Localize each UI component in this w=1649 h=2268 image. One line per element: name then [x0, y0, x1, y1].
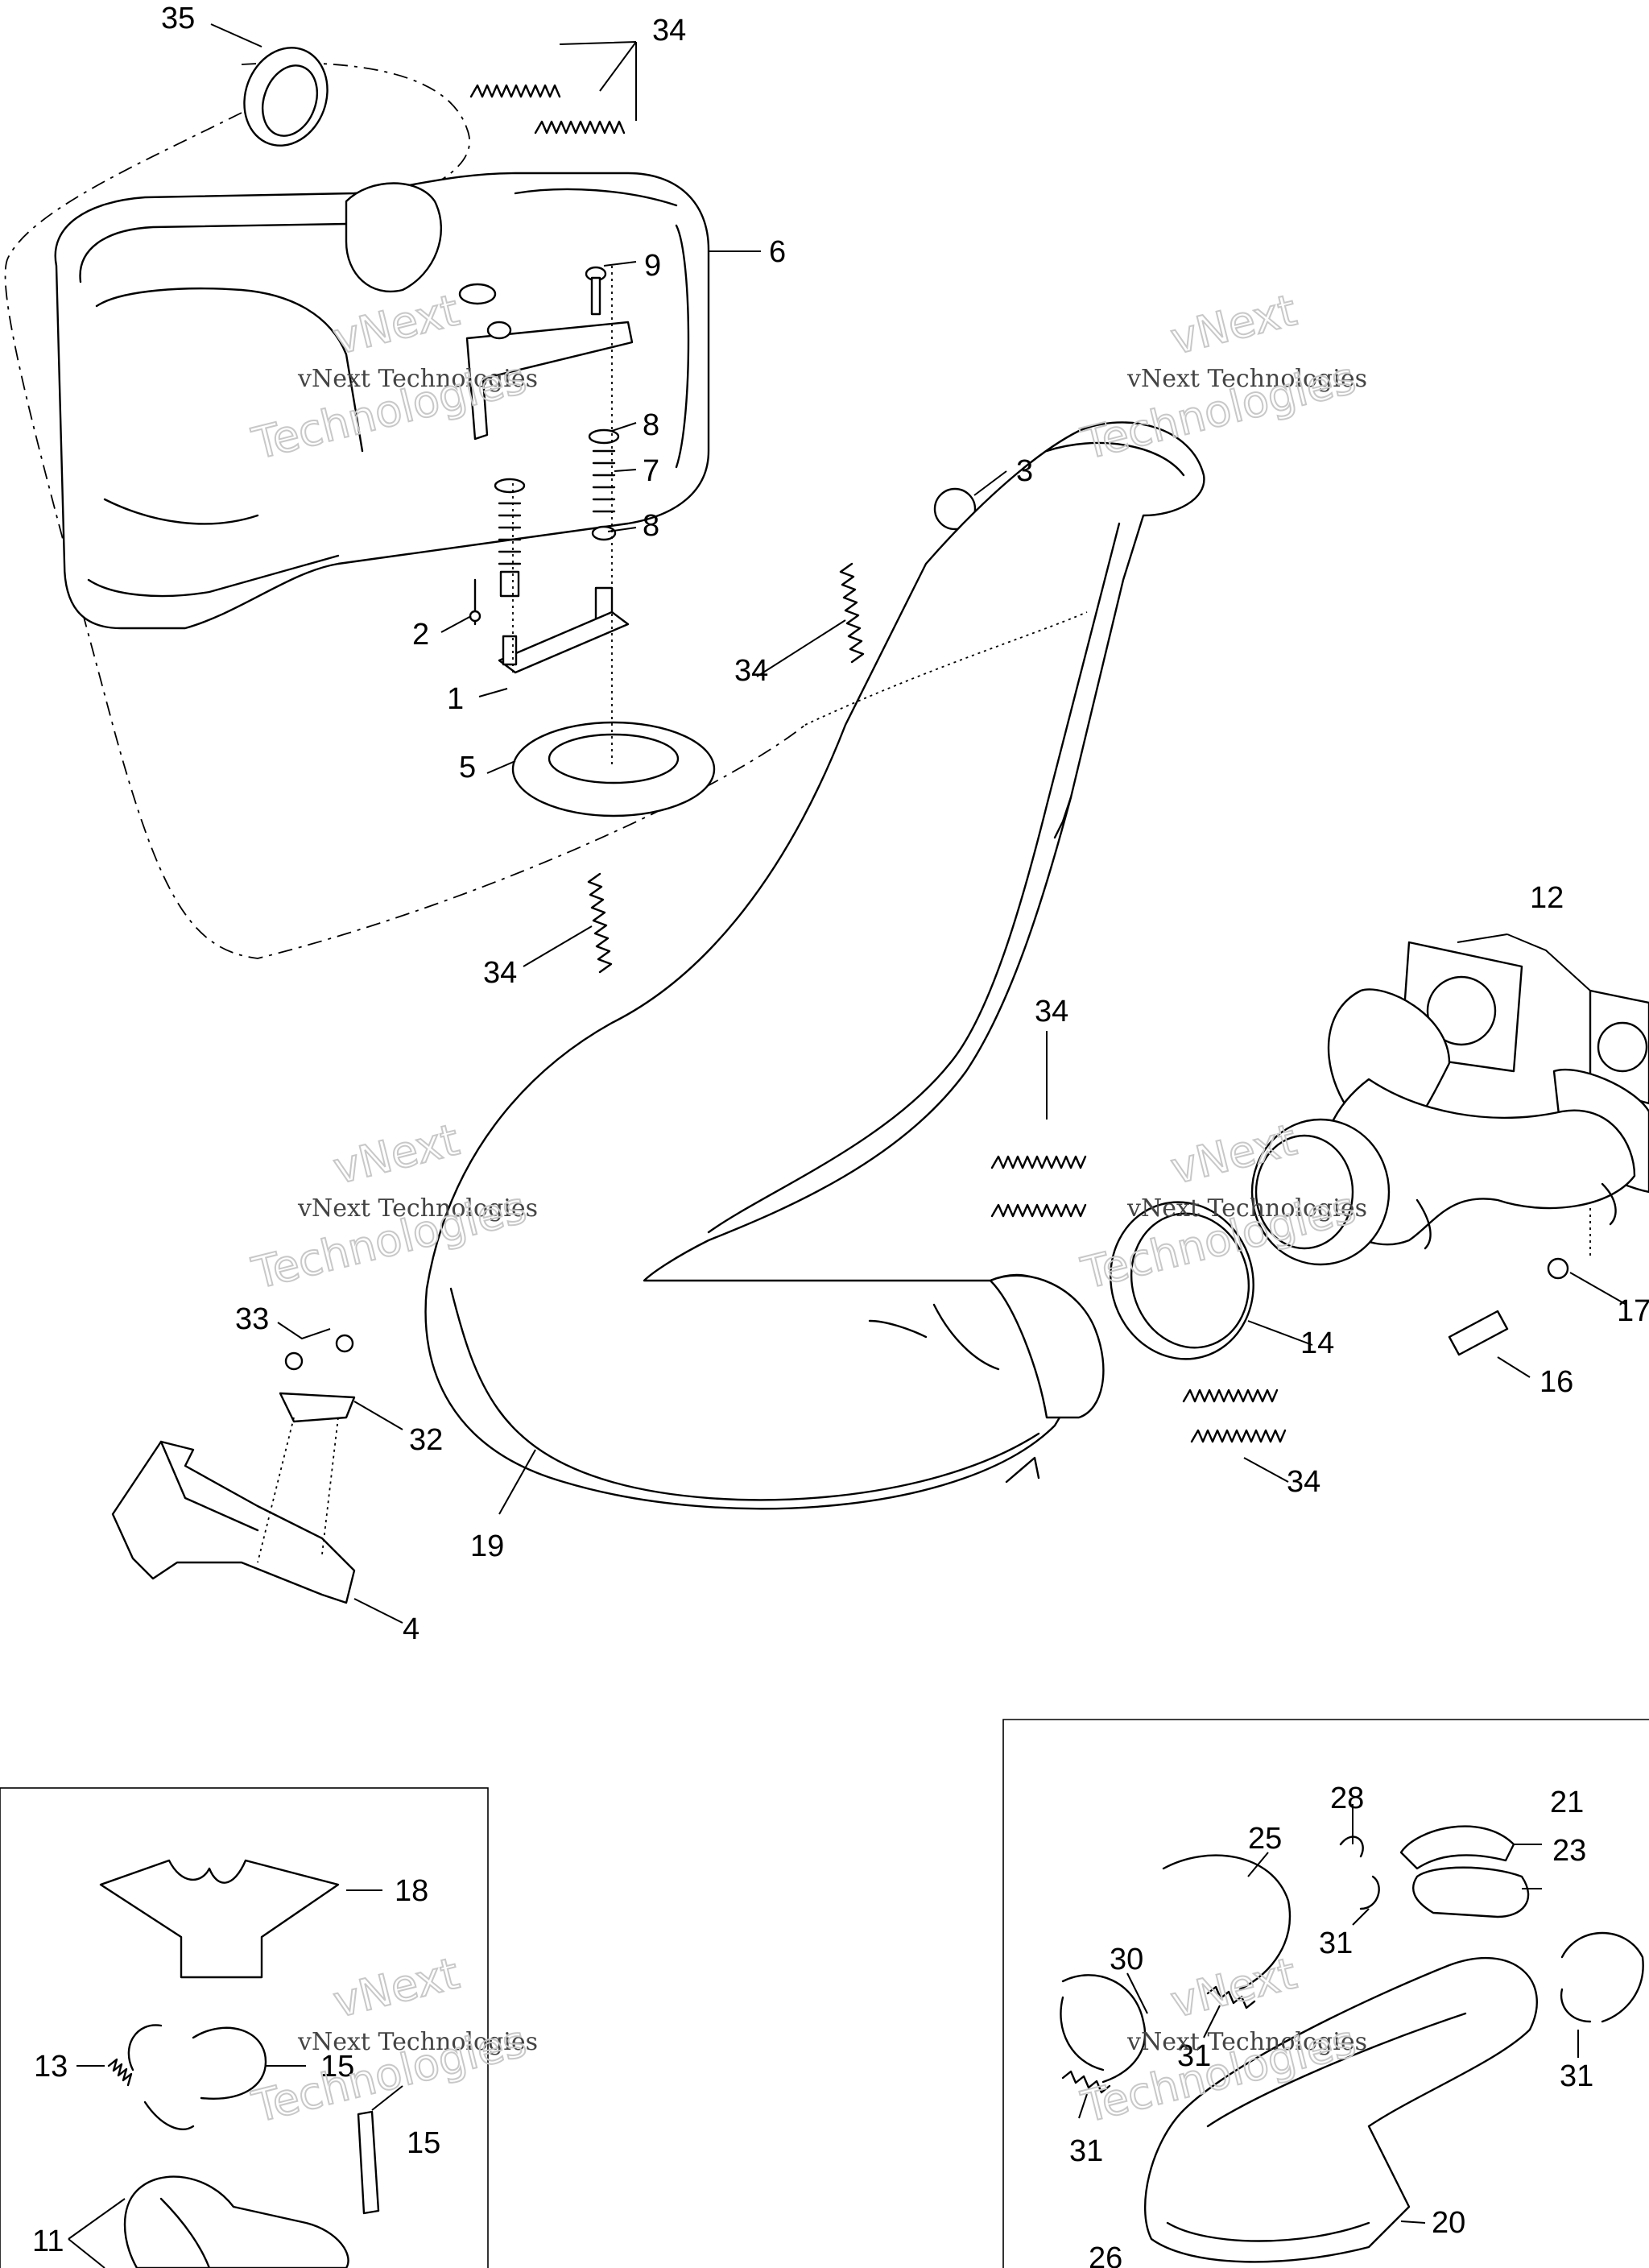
callout-6: 6 [769, 235, 786, 269]
callout-7: 7 [643, 454, 659, 488]
callout-34-right: 34 [1287, 1465, 1320, 1499]
svg-text:vNext Technologies: vNext Technologies [1126, 365, 1367, 393]
callout-labels: 35 34 6 9 8 7 8 3 2 1 34 5 34 12 34 17 3… [32, 2, 1649, 2268]
callout-34-left: 34 [483, 956, 517, 990]
callout-16: 16 [1539, 1365, 1573, 1399]
callout-15-upper: 15 [320, 2050, 354, 2084]
callout-35: 35 [161, 2, 195, 35]
callout-3: 3 [1016, 454, 1033, 488]
bracket-hardware [465, 266, 716, 817]
callout-8-upper: 8 [643, 408, 659, 442]
callout-14: 14 [1300, 1326, 1334, 1360]
callout-19: 19 [470, 1529, 504, 1563]
leader-lines [68, 23, 1627, 2268]
ring-14-and-hardware [990, 1155, 1569, 1443]
svg-text:vNext: vNext [1166, 1947, 1301, 2027]
svg-text:vNext Technologies: vNext Technologies [297, 1194, 538, 1223]
springs-34-top [469, 84, 626, 135]
callout-31-right: 31 [1560, 2059, 1593, 2093]
callout-30: 30 [1110, 1943, 1143, 1976]
svg-text:vNext Technologies: vNext Technologies [297, 2028, 538, 2056]
callout-31-top: 31 [1319, 1927, 1353, 1960]
svg-text:vNext Technologies: vNext Technologies [1126, 2028, 1367, 2056]
callout-34-mid: 34 [734, 654, 768, 688]
exhaust-ring-35 [243, 47, 329, 147]
inset-left [0, 1787, 489, 2268]
callout-26: 26 [1089, 2241, 1122, 2268]
springs-34-mid [587, 487, 977, 974]
callout-23: 23 [1552, 1834, 1586, 1868]
watermark-5: vNext Technologies vNext Technologies [246, 1947, 538, 2133]
callout-34-center: 34 [1035, 995, 1068, 1028]
callout-4: 4 [403, 1612, 419, 1646]
callout-21: 21 [1550, 1786, 1584, 1819]
svg-text:vNext: vNext [329, 1947, 464, 2027]
callout-15-lower: 15 [407, 2126, 440, 2160]
svg-text:vNext Technologies: vNext Technologies [297, 365, 538, 393]
callout-17: 17 [1617, 1294, 1649, 1328]
callout-1: 1 [447, 682, 464, 716]
svg-text:vNext: vNext [329, 1114, 464, 1194]
muffler-assembly [4, 62, 806, 959]
callout-12: 12 [1530, 881, 1564, 915]
callout-13: 13 [34, 2050, 68, 2084]
callout-2: 2 [412, 618, 429, 652]
callout-31-left: 31 [1069, 2134, 1103, 2168]
callout-31-mid: 31 [1177, 2039, 1211, 2073]
callout-32: 32 [409, 1423, 443, 1457]
svg-text:vNext Technologies: vNext Technologies [1126, 1194, 1367, 1223]
callout-8-lower: 8 [643, 509, 659, 543]
exhaust-manifold-12 [1250, 941, 1649, 1266]
callout-11: 11 [32, 2225, 64, 2258]
callout-33: 33 [235, 1302, 269, 1336]
svg-text:vNext: vNext [1166, 284, 1301, 364]
heat-shield-4 [111, 1334, 356, 1604]
watermark-2: vNext Technologies vNext Technologies [1076, 284, 1367, 470]
callout-5: 5 [459, 751, 476, 784]
callout-18: 18 [395, 1874, 428, 1908]
callout-28: 28 [1330, 1782, 1364, 1815]
inset-right [1002, 1719, 1649, 2268]
tuned-pipe-19 [424, 421, 1205, 1510]
callout-25: 25 [1248, 1822, 1282, 1856]
callout-9: 9 [644, 249, 661, 283]
callout-20: 20 [1432, 2206, 1465, 2240]
callout-34-top: 34 [652, 14, 686, 48]
watermarks: vNext Technologies vNext Technologies vN… [246, 284, 1367, 2133]
